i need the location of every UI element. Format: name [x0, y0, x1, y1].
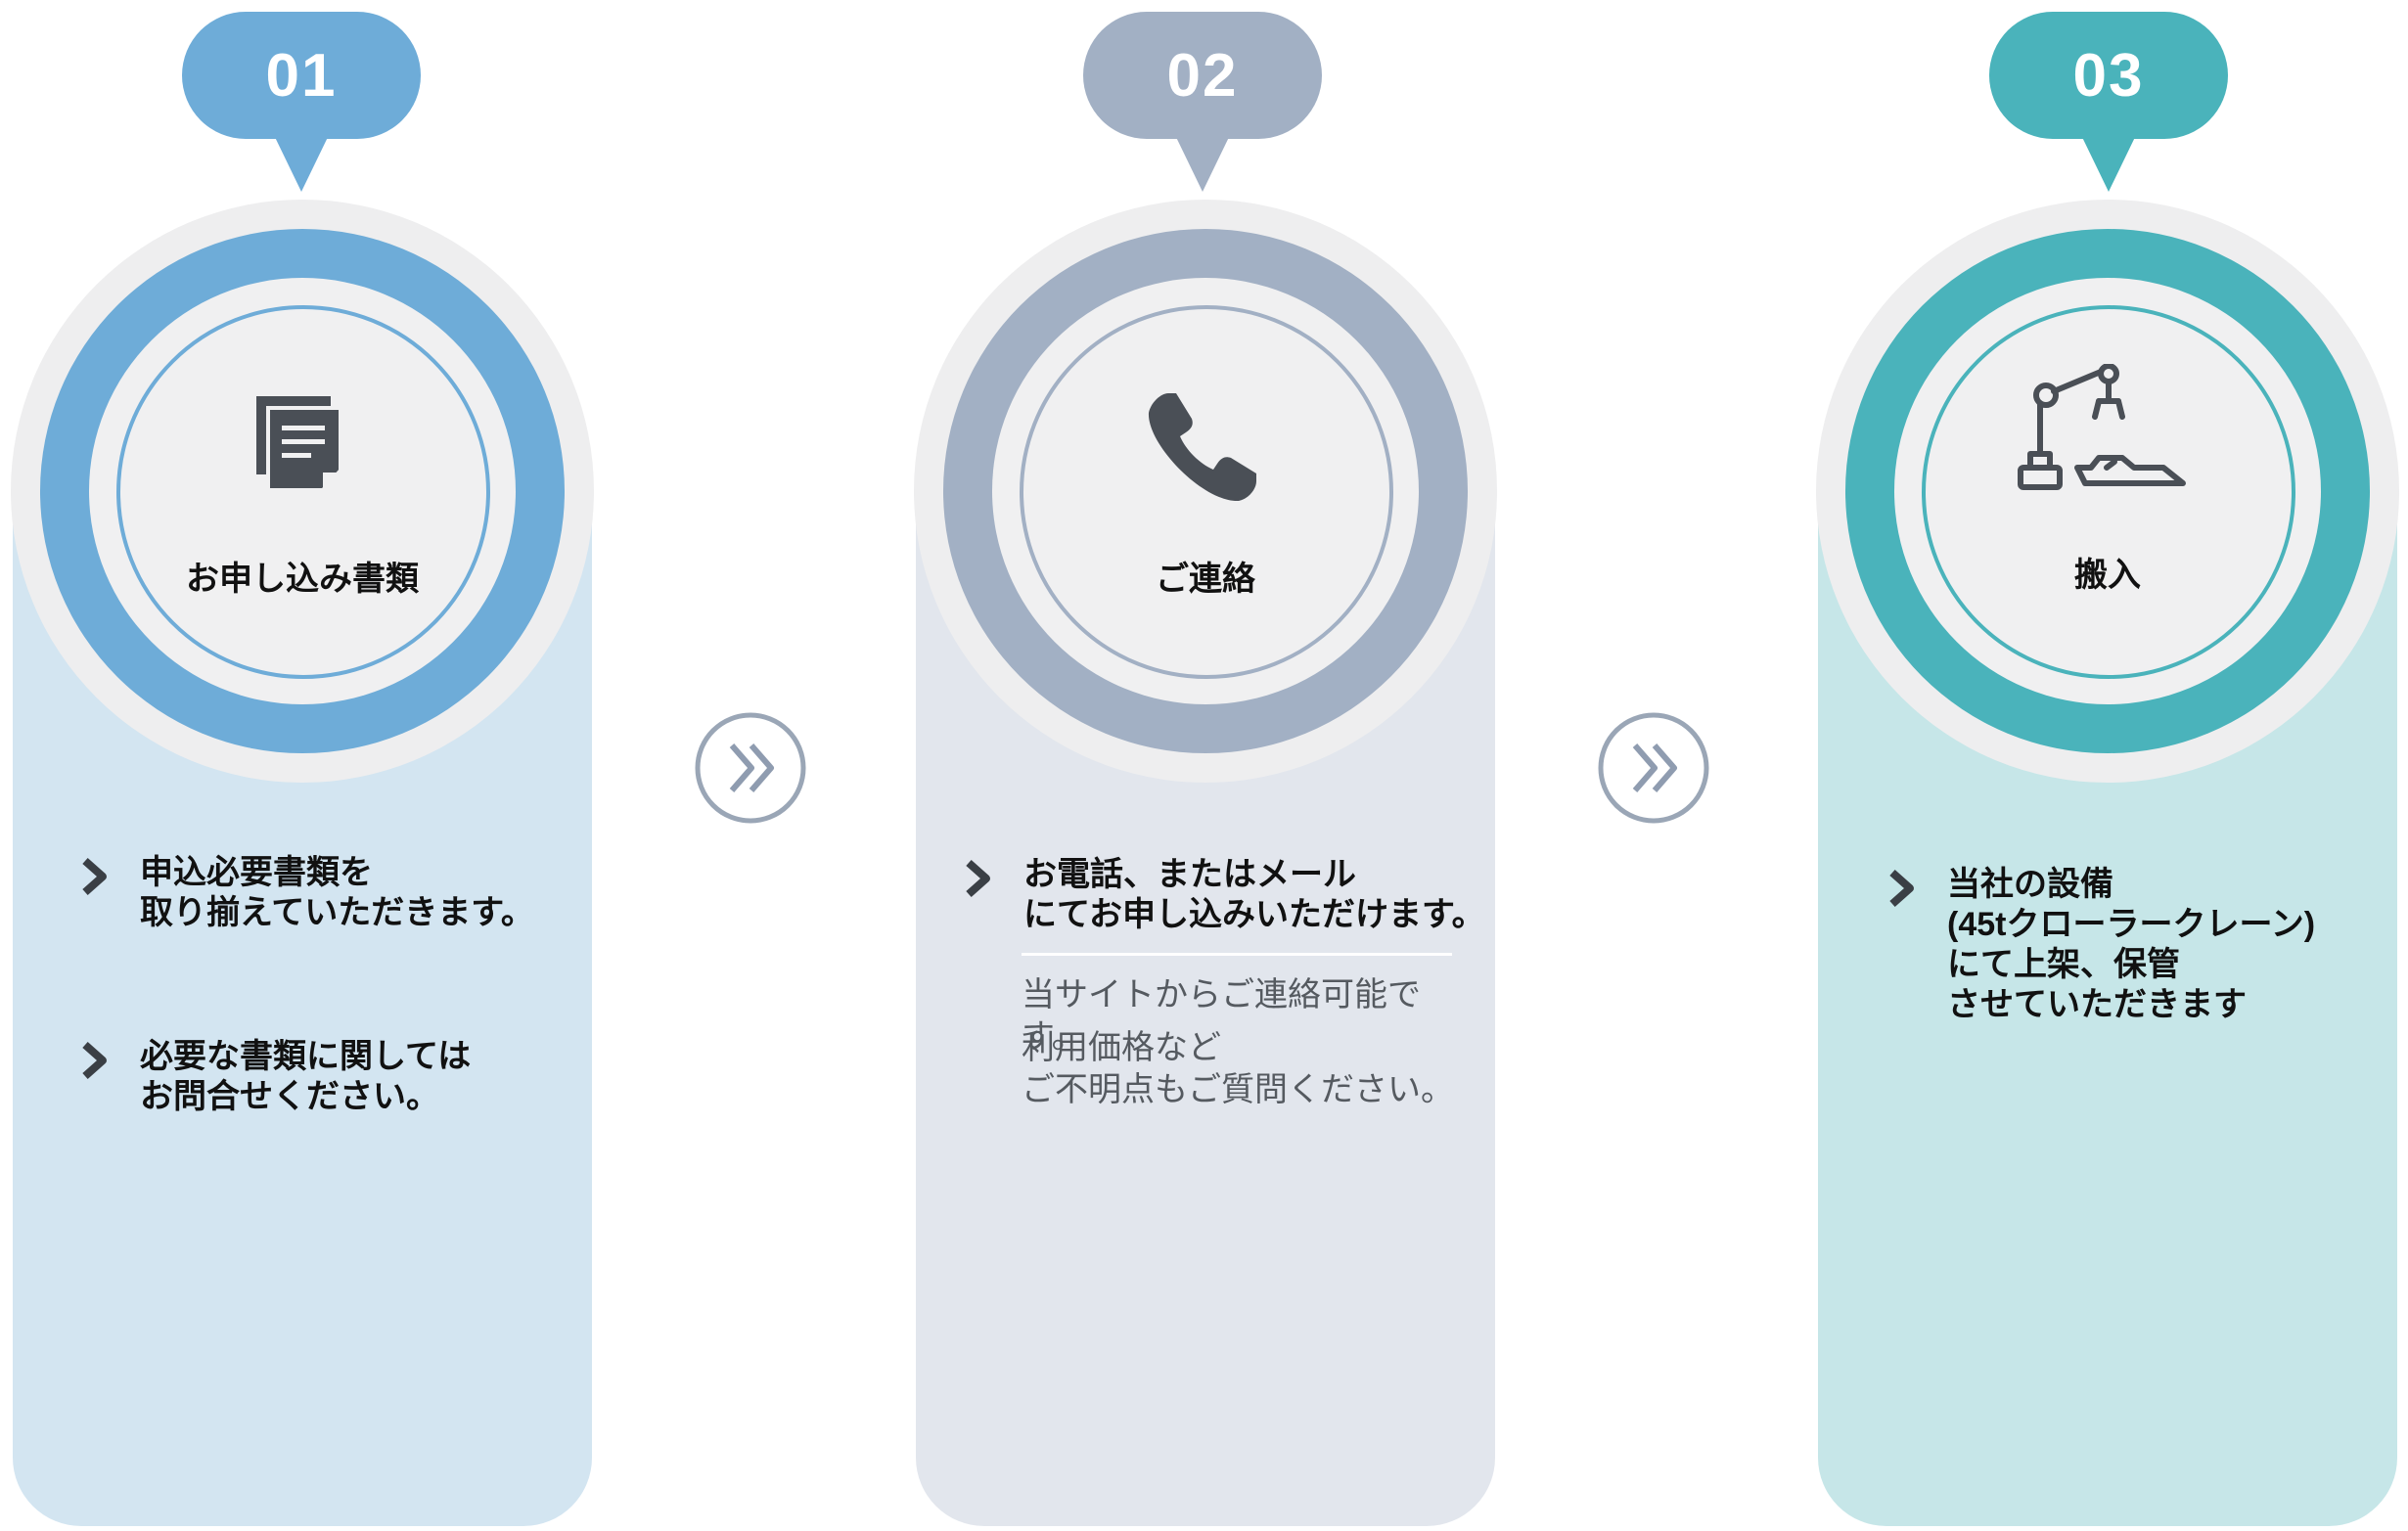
phone-icon: [1143, 387, 1262, 507]
step-1-badge-pointer: [272, 131, 331, 192]
double-chevron-right-icon: [695, 712, 806, 824]
chevron-right-icon: [1889, 870, 1914, 907]
crane-boat-icon: [2017, 364, 2189, 491]
step-3: 搬入 03 当社の設備 (45tクローラークレーン) にて上架、保管 させていた…: [1816, 0, 2399, 1531]
step-3-number-badge: 03: [1989, 12, 2228, 139]
step-3-inner-ring: [1922, 305, 2295, 679]
step-2-bullet-1: お電話、またはメール にてお申し込みいただけます。: [963, 855, 1485, 935]
step-2-badge-pointer: [1173, 131, 1232, 192]
step-1-inner-ring: [116, 305, 490, 679]
step-1-bullet-2: 必要な書類に関しては お問合せください。: [79, 1037, 471, 1117]
step-1-bullet-2-text: 必要な書類に関しては お問合せください。: [140, 1038, 472, 1115]
step-2-divider: [1022, 953, 1452, 956]
step-2-number-badge: 02: [1083, 12, 1322, 139]
chevron-right-icon: [82, 858, 107, 895]
step-1-title: お申し込み書類: [186, 561, 419, 598]
step-2: ご連絡 02 お電話、またはメール にてお申し込みいただけます。 当サイトからご…: [914, 0, 1497, 1531]
step-1-bullet-1-text: 申込必要書類を 取り揃えていただきます。: [140, 854, 534, 931]
step-1-bullet-1: 申込必要書類を 取り揃えていただきます。: [79, 853, 534, 933]
step-2-note-1: 当サイトからご連絡可能です。: [1022, 976, 1421, 1056]
step-3-bullet-1-text: 当社の設備 (45tクローラークレーン) にて上架、保管 させていただきます: [1947, 866, 2316, 1023]
step-2-bullet-1-text: お電話、またはメール にてお申し込みいただけます。: [1023, 856, 1485, 933]
step-3-badge-pointer: [2079, 131, 2138, 192]
double-chevron-right-icon: [1598, 712, 1709, 824]
step-2-title: ご連絡: [1156, 561, 1255, 598]
document-icon: [252, 396, 342, 492]
step-3-title: 搬入: [2074, 557, 2141, 594]
chevron-right-icon: [82, 1042, 107, 1079]
step-2-inner-ring: [1020, 305, 1393, 679]
step-2-note-2: 利用価格など ご不明点もご質問ください。: [1022, 1029, 1454, 1108]
chevron-right-icon: [966, 860, 990, 897]
step-1: お申し込み書類 01 申込必要書類を 取り揃えていただきます。 必要な書類に関し…: [11, 0, 594, 1531]
step-1-number-badge: 01: [182, 12, 421, 139]
step-3-bullet-1: 当社の設備 (45tクローラークレーン) にて上架、保管 させていただきます: [1886, 865, 2315, 1025]
